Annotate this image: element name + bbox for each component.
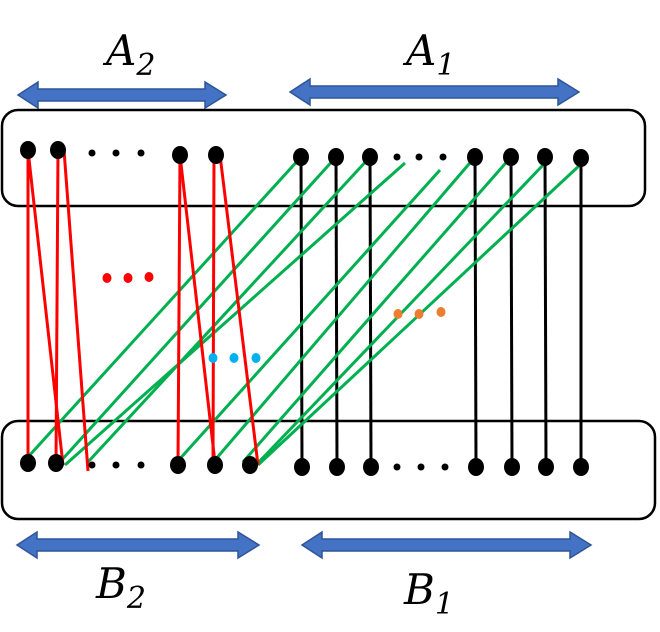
green-edge [64,161,406,467]
ellipsis-dot [393,309,403,319]
ellipsis-dot [229,353,239,363]
arrow-a2 [16,80,228,110]
vertex [362,148,378,166]
black-edge [368,154,373,466]
vertex [573,149,589,167]
ellipsis-dot [112,149,120,157]
blue-ellipsis [208,353,261,363]
green-edge [213,156,477,461]
vertex [293,148,309,166]
black-edge [473,154,478,466]
ellipsis-dot [88,149,96,157]
ellipsis-dot [144,272,154,282]
vertex [328,148,344,166]
vertex [20,454,36,472]
vertex [363,458,379,476]
vertex [467,148,483,166]
vertex [294,458,310,476]
red-edge [54,149,60,464]
red-edge [211,154,216,464]
red-edge [218,154,260,466]
green-edge [241,156,513,463]
top-vertices [20,141,589,167]
orange-ellipsis [393,307,446,319]
vertex [538,458,554,476]
green-edge [26,155,303,459]
vertex [468,458,484,476]
label-b1: B1 [403,565,454,622]
black-edge [509,154,514,466]
vertex [504,458,520,476]
green-edges [26,155,583,467]
ellipsis-dot [102,273,112,283]
bottom-vertex-box [0,419,657,521]
vertex [172,146,188,164]
vertex [48,454,64,472]
label-b2: B2 [95,559,146,616]
ellipsis-dot [393,153,401,161]
black-edge [543,154,548,466]
ellipsis-dot [393,463,401,471]
arrow-b2 [15,530,261,560]
red-edge [176,154,182,464]
ellipsis-dot [251,353,261,363]
ellipsis-dot [112,461,120,469]
vertex [573,458,589,476]
arrow-b1 [300,530,593,560]
vertex [208,146,224,164]
red-edge [62,149,90,472]
green-edge [86,155,372,464]
ellipsis-dot [436,307,446,317]
ellipsis-dot [137,149,145,157]
ellipsis-dot [88,461,96,469]
ellipsis-dot [208,353,218,363]
vertex [503,148,519,166]
bottom-vertices [20,454,589,476]
red-edge [178,154,217,464]
vertex [329,458,345,476]
ellipsis-dot [417,463,425,471]
label-a2: A2 [102,26,155,83]
ellipsis-dot [414,309,424,319]
vertex [20,141,36,159]
vertex [170,456,186,474]
ellipsis-dot [137,461,145,469]
label-a1: A1 [402,26,455,83]
vertex [207,456,223,474]
black-edges [299,154,583,466]
black-edge [334,154,339,466]
ellipsis-dot [439,153,447,161]
vertex [242,456,258,474]
green-edge [175,168,442,464]
red-edges [26,149,260,472]
ellipsis-dot [123,273,133,283]
red-ellipsis [102,272,154,283]
ellipsis-dot [441,463,449,471]
black-edge [299,154,304,466]
vertex [537,148,553,166]
vertex [50,141,66,159]
ellipsis-dot [415,153,423,161]
arrow-a1 [288,77,581,107]
